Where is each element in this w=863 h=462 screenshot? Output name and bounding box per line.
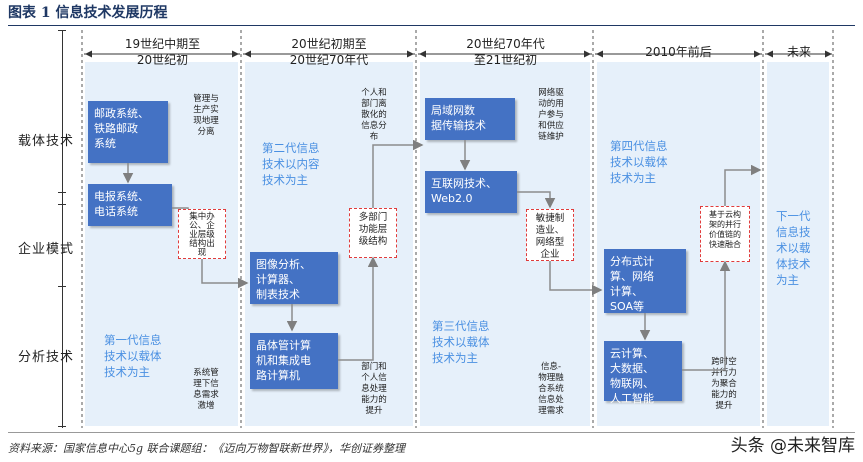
note-geo-separation: 管理与 生产实 现地理 分离 bbox=[193, 94, 219, 137]
bottom-rule bbox=[8, 432, 855, 433]
row-label-carrier: 载体技术 bbox=[18, 134, 75, 149]
theme-generation-3: 第三代信息 技术以载体 技术为主 bbox=[432, 319, 490, 365]
dashed-agile-manufacturing: 敏捷制 造业、 网络型 企业 bbox=[526, 209, 574, 261]
box-lan-transmission: 局域网数 据传输技术 bbox=[425, 98, 515, 140]
axis-tick bbox=[58, 426, 66, 427]
theme-generation-4: 第四代信息 技术以载体 技术为主 bbox=[610, 139, 668, 185]
era-dividers bbox=[81, 30, 834, 428]
row-label-enterprise: 企业模式 bbox=[18, 242, 75, 257]
box-distributed-computing: 分布式计 算、网络 计算、 SOA等 bbox=[604, 249, 686, 313]
theme-generation-5: 下一代 信息技 术以载 体技术 为主 bbox=[776, 209, 811, 287]
theme-generation-2: 第二代信息 技术以内容 技术为主 bbox=[262, 141, 320, 187]
dashed-cloud-value-chain: 基于云构 架的并行 价值链的 快速融合 bbox=[700, 206, 750, 262]
era-header-1: 19世纪中期至 20世纪初 bbox=[124, 37, 201, 67]
note-user-participation: 网络驱 动的用 户参与 和供应 链维护 bbox=[538, 88, 564, 142]
era-header-4: 2010年前后 bbox=[645, 45, 712, 59]
dashed-centralized-office: 集中办 公、企 业层级 结构出 现 bbox=[178, 209, 226, 259]
figure-title: 图表 1 信息技术发展历程 bbox=[8, 5, 168, 21]
left-axis bbox=[62, 30, 63, 428]
box-image-analysis: 图像分析、 计算器、 制表技术 bbox=[250, 252, 338, 304]
note-info-demand: 系统管 理下信 息需求 激增 bbox=[193, 368, 219, 411]
source-note: 资料来源：国家信息中心5g 联合课题组：《迈向万物智联新世界》，华创证券整理 bbox=[8, 442, 406, 455]
watermark-brand: 头条 @未来智库 bbox=[730, 436, 855, 456]
note-aggregation-capability: 跨时空 并行力 为聚合 能力的 提升 bbox=[711, 357, 737, 411]
era-header-3: 20世纪70年代 至21世纪初 bbox=[466, 37, 545, 67]
note-discrete-distribution: 个人和 部门离 散化的 信息分 布 bbox=[361, 88, 387, 142]
axis-tick bbox=[58, 204, 66, 205]
title-rule bbox=[8, 25, 855, 26]
axis-tick bbox=[58, 286, 66, 287]
axis-tick bbox=[58, 30, 66, 31]
theme-generation-1: 第一代信息 技术以载体 技术为主 bbox=[104, 333, 162, 379]
era-header-2: 20世纪初期至 20世纪70年代 bbox=[289, 37, 369, 67]
era-column-5 bbox=[767, 62, 829, 426]
flow-arrows bbox=[122, 139, 762, 371]
row-label-analysis: 分析技术 bbox=[18, 350, 75, 365]
axis-tick bbox=[58, 192, 66, 193]
box-telegraph-telephone: 电报系统、 电话系统 bbox=[88, 184, 172, 226]
box-internet-web2: 互联网技术、 Web2.0 bbox=[425, 171, 517, 213]
box-transistor-computer: 晶体管计算 机和集成电 路计算机 bbox=[250, 333, 338, 389]
era-header-5: 未来 bbox=[786, 45, 811, 59]
note-processing-capability: 部门和 个人信 息处理 能力的 提升 bbox=[361, 362, 387, 416]
note-cps-demand: 信息- 物理融 合系统 信息处 理需求 bbox=[538, 362, 564, 416]
box-postal-system: 邮政系统、 铁路邮政 系统 bbox=[88, 101, 168, 163]
box-cloud-ai: 云计算、 大数据、 物联网、 人工智能 bbox=[604, 341, 682, 405]
